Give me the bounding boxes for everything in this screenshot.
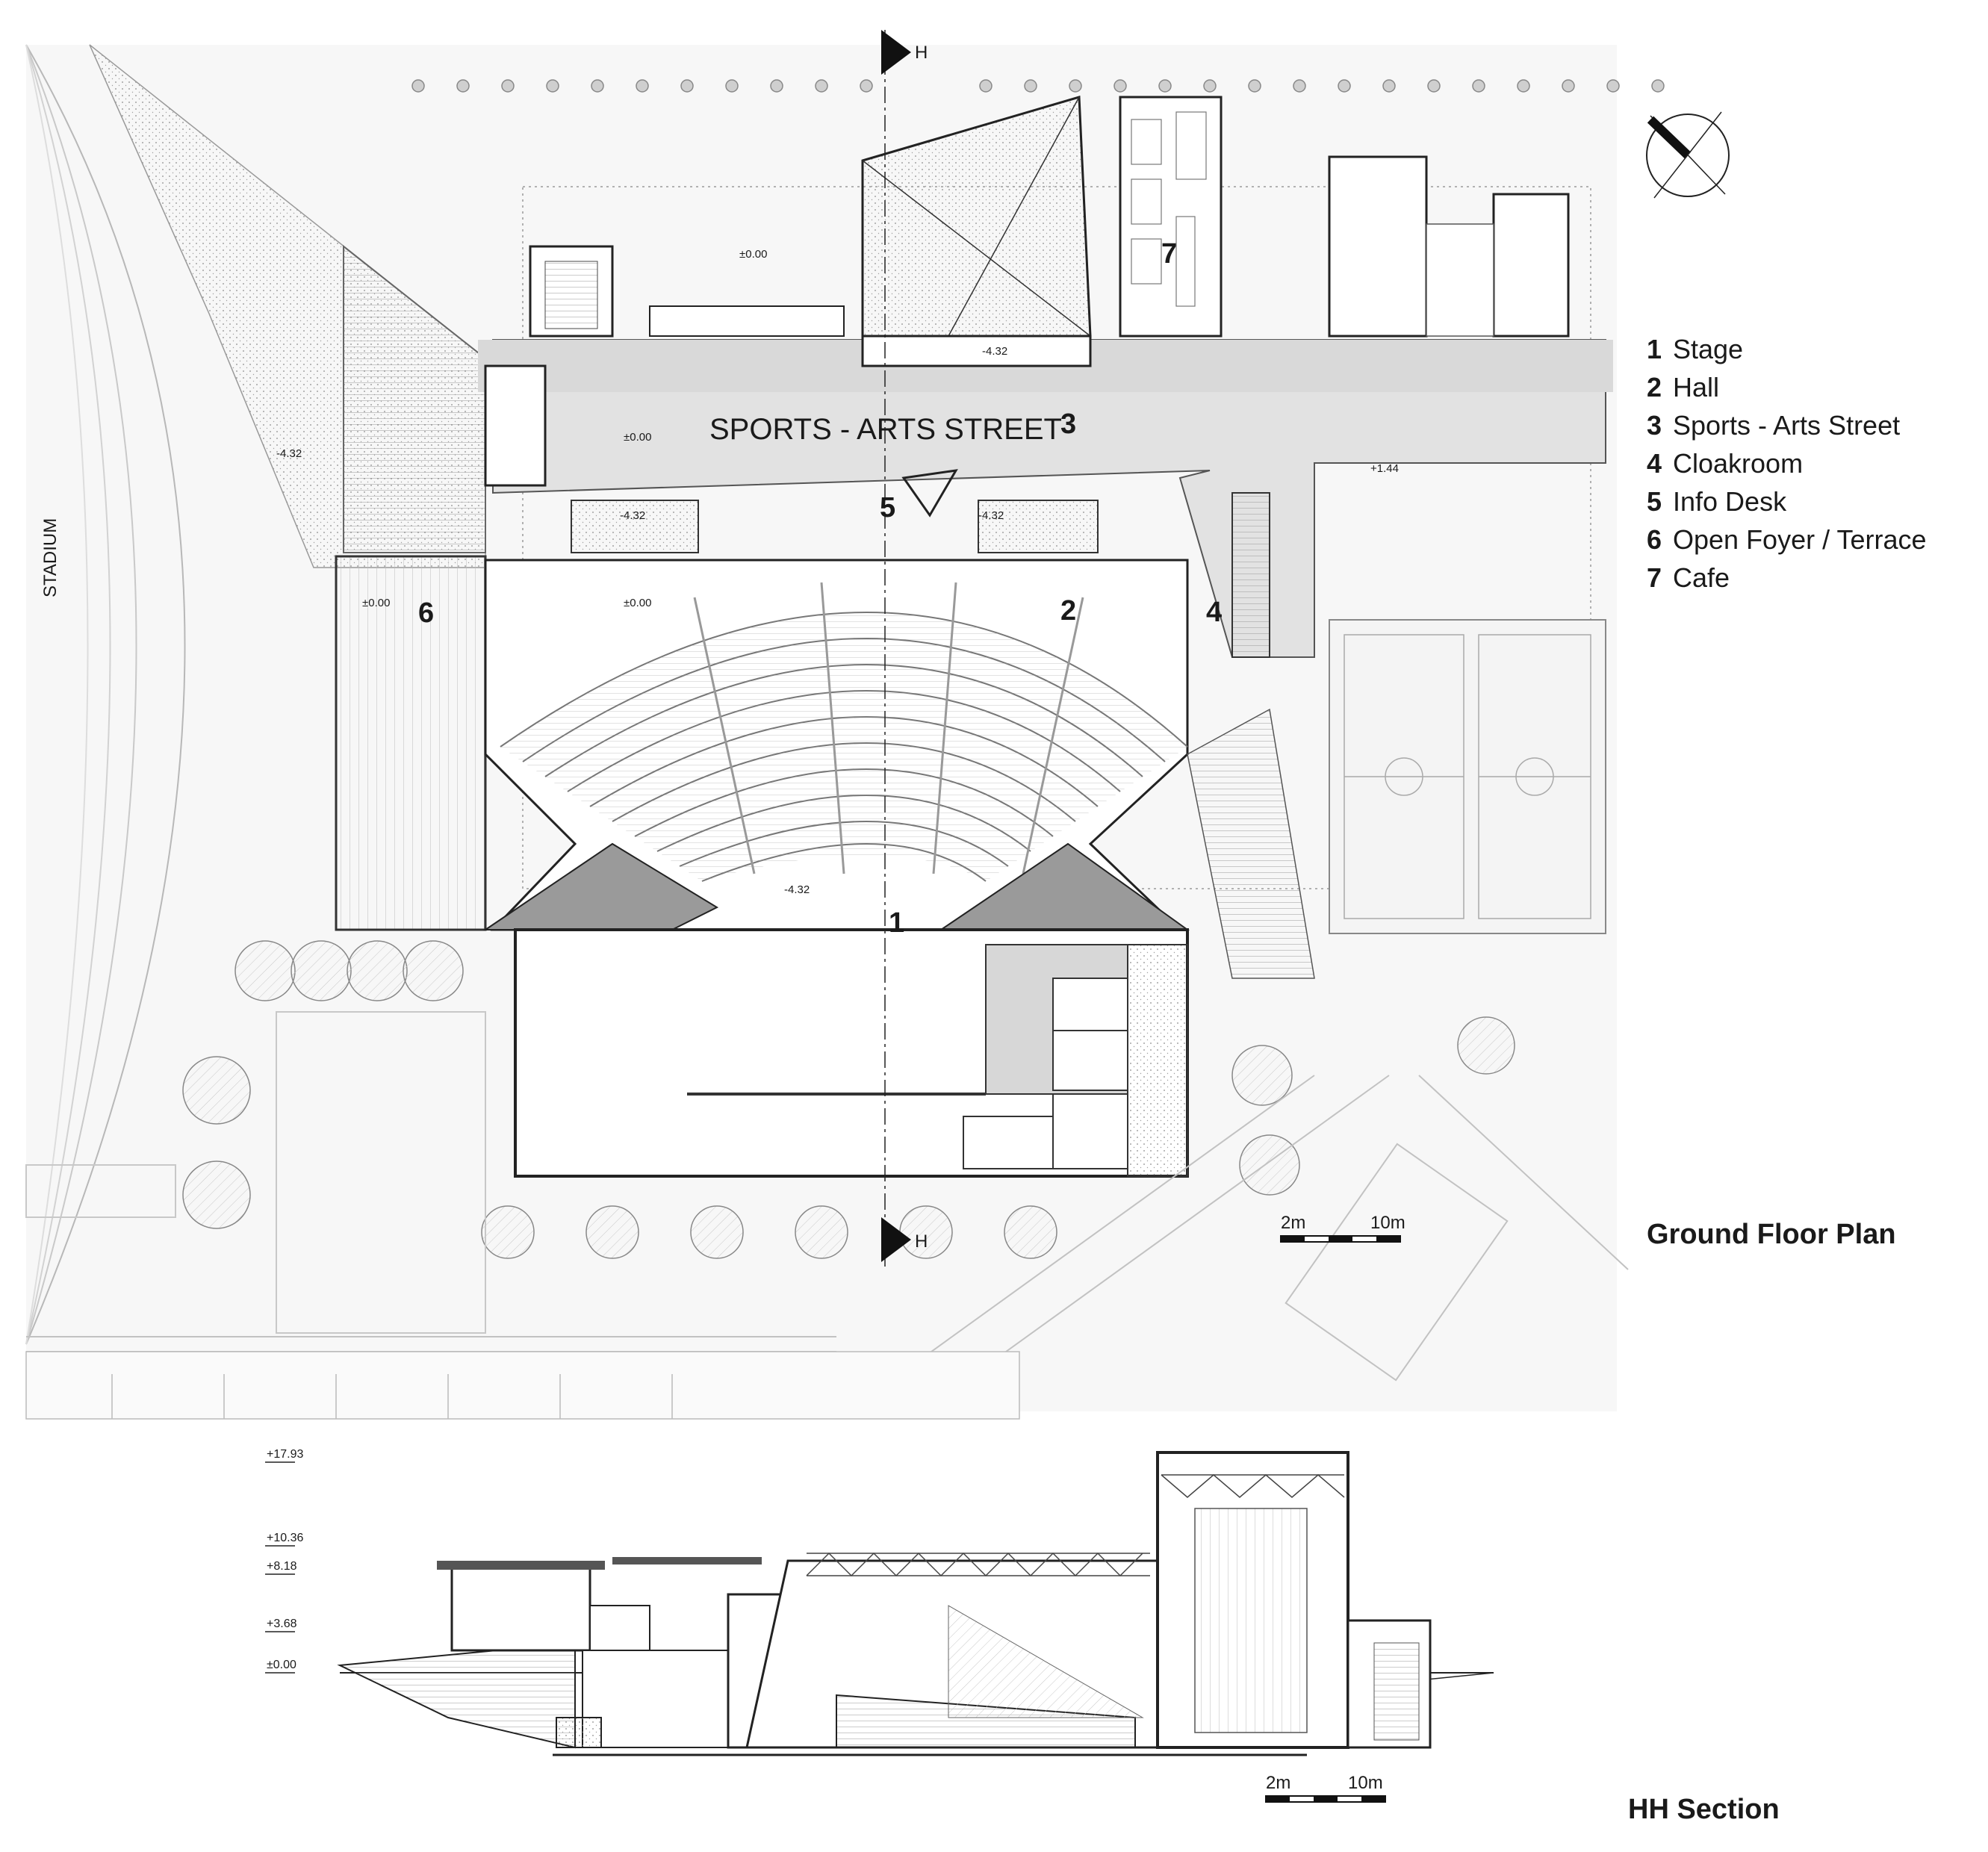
legend-label-4: Cloakroom — [1673, 448, 1803, 479]
level-hall-left: ±0.00 — [362, 597, 390, 609]
level-street: ±0.00 — [624, 431, 651, 444]
cafe-block — [1119, 96, 1223, 338]
backstage-planting — [1127, 944, 1188, 1177]
stair-nw-treads — [544, 261, 598, 329]
service-yard — [276, 1011, 486, 1334]
section-scale-10m: 10m — [1348, 1773, 1383, 1793]
legend-num-6: 6 — [1647, 524, 1662, 555]
level-planter-right: -4.32 — [978, 509, 1004, 522]
stage-tower-base — [861, 335, 1092, 367]
auditorium-aisles — [693, 582, 1084, 874]
planter-left — [571, 500, 699, 553]
east-steps — [1187, 708, 1315, 979]
level-stage-front: -4.32 — [784, 883, 810, 896]
level-pit-top: -4.32 — [982, 345, 1007, 358]
legend-label-2: Hall — [1673, 372, 1719, 403]
section-scale-bar — [1265, 1795, 1386, 1803]
cloakroom-counter — [1231, 492, 1270, 658]
section-level-ticks — [265, 1461, 295, 1674]
section-roof-truss — [806, 1552, 1150, 1577]
section-left-terrace — [337, 1641, 576, 1749]
section-left-annex — [589, 1605, 650, 1651]
section-level-4: +3.68 — [267, 1618, 297, 1630]
bottom-strip-building — [25, 1351, 1020, 1420]
street-label: SPORTS - ARTS STREET — [709, 413, 1062, 446]
top-bollard-row — [411, 79, 1665, 93]
section-backstage-floors — [1373, 1642, 1420, 1741]
section-grade-right — [1418, 1672, 1494, 1681]
legend-label-6: Open Foyer / Terrace — [1673, 524, 1927, 555]
section-arrow-bottom — [881, 1217, 911, 1262]
plan-title: Ground Floor Plan — [1647, 1219, 1896, 1250]
legend-num-4: 4 — [1647, 448, 1662, 479]
marker-hall: 2 — [1060, 595, 1076, 627]
tree-canopies — [182, 940, 1515, 1259]
east-building-link — [1426, 223, 1494, 337]
legend-label-3: Sports - Arts Street — [1673, 410, 1900, 441]
stadium-track — [25, 44, 186, 1345]
section-level-2: +10.36 — [267, 1532, 303, 1544]
section-level-5: ±0.00 — [267, 1659, 296, 1671]
info-desk-symbol — [901, 469, 958, 518]
auditorium-seat-fill — [500, 612, 1187, 881]
marker-foyer: 6 — [418, 597, 434, 629]
section-fly-grid — [1194, 1508, 1308, 1733]
east-building-b — [1492, 193, 1570, 338]
planter-right — [978, 500, 1099, 553]
ground-floor-plan — [25, 30, 1730, 1420]
marker-cloakroom: 4 — [1206, 597, 1222, 628]
marker-cafe: 7 — [1161, 238, 1177, 270]
court-markings — [1344, 634, 1591, 919]
entry-ramp-stairs — [343, 244, 486, 553]
level-left-ramp: -4.32 — [276, 447, 302, 460]
section-canopy — [612, 1557, 762, 1564]
level-hall-center: ±0.00 — [624, 597, 651, 609]
legend-label-1: Stage — [1673, 334, 1743, 364]
legend-num-2: 2 — [1647, 372, 1662, 403]
section-level-1: +17.93 — [267, 1448, 303, 1461]
marker-street: 3 — [1060, 408, 1076, 440]
section-pit-left — [556, 1717, 602, 1748]
bottom-strip-partitions — [111, 1374, 673, 1419]
west-pad — [25, 1164, 176, 1218]
marker-stage: 1 — [889, 907, 904, 939]
legend-num-5: 5 — [1647, 486, 1662, 517]
section-marker-bottom: H — [915, 1231, 928, 1252]
legend-num-1: 1 — [1647, 334, 1662, 364]
legend-label-7: Cafe — [1673, 562, 1730, 593]
plan-scale-bar — [1280, 1235, 1401, 1243]
section-level-3: +8.18 — [267, 1560, 297, 1573]
plan-scale-10m: 10m — [1370, 1213, 1405, 1233]
legend: 1 Stage 2 Hall 3 Sports - Arts Street 4 … — [1647, 334, 1927, 593]
marker-info-desk: 5 — [880, 492, 895, 523]
cafe-tables — [1131, 111, 1207, 307]
level-top-plaza: ±0.00 — [739, 248, 767, 261]
level-planter-left: -4.32 — [620, 509, 645, 522]
roof-ridge-b — [948, 96, 1080, 337]
north-arrow — [1646, 111, 1730, 199]
legend-label-5: Info Desk — [1673, 486, 1787, 517]
section-left-pavilion — [450, 1567, 591, 1652]
east-building-a — [1328, 155, 1428, 338]
entrance-canopy — [649, 305, 845, 337]
section-marker-top: H — [915, 43, 928, 63]
legend-num-3: 3 — [1647, 410, 1662, 441]
plan-scale-2m: 2m — [1281, 1213, 1305, 1233]
section-title: HH Section — [1628, 1794, 1780, 1825]
section-left-roof — [437, 1561, 605, 1570]
backstage-rooms — [963, 944, 1128, 1169]
roof-ridge-a — [862, 160, 1091, 337]
section-balcony-shadow — [948, 1605, 1144, 1718]
legend-num-7: 7 — [1647, 562, 1662, 593]
stadium-label: STADIUM — [40, 518, 60, 597]
section-arrow-top — [881, 30, 911, 75]
section-scale-2m: 2m — [1266, 1773, 1290, 1793]
open-foyer-terrace — [335, 555, 487, 931]
section-fly-truss — [1161, 1474, 1345, 1498]
lift-core — [484, 364, 547, 487]
hh-section — [265, 1451, 1494, 1803]
level-right-path: +1.44 — [1370, 462, 1399, 475]
